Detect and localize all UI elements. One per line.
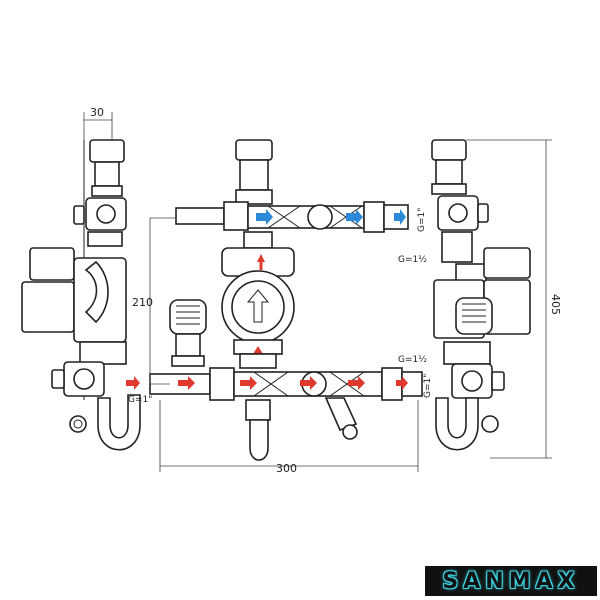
- thread-label-pump-bottom: G=1½: [398, 355, 427, 365]
- sanmax-logo: SANMAX: [425, 566, 597, 596]
- flow-arrow-blue-2: [346, 209, 363, 225]
- dim-210-label: 210: [132, 296, 153, 309]
- thread-label-outlet-top: G=1": [417, 208, 427, 232]
- flow-arrow-red-6: [396, 376, 408, 390]
- dim-405-label: 405: [549, 294, 562, 315]
- flow-arrow-red-inlet: [126, 376, 140, 390]
- flow-arrow-red-2: [178, 376, 195, 390]
- dim-30-label: 30: [90, 106, 104, 119]
- flow-arrow-red-4: [300, 376, 317, 390]
- thread-label-pump-top: G=1½: [398, 255, 427, 265]
- flow-arrow-red-5: [348, 376, 365, 390]
- flow-arrow-red-pump-top: [257, 254, 265, 270]
- logo-text: SANMAX: [442, 568, 580, 594]
- flow-arrow-red-3: [240, 376, 257, 390]
- flow-arrow-blue-1: [256, 209, 273, 225]
- left-side-view: 30: [21, 106, 141, 451]
- thread-label-inlet: G=1": [128, 395, 152, 405]
- pump-direction-arrow: [246, 289, 270, 323]
- thread-label-outlet-bottom: G=1": [423, 374, 433, 398]
- dim-300-label: 300: [276, 462, 297, 475]
- right-side-view: 405: [431, 139, 562, 459]
- flow-arrow-blue-3: [394, 209, 406, 225]
- front-view: 210 300 G=1" G=1" G=1" G=1½ G=1½: [126, 139, 433, 475]
